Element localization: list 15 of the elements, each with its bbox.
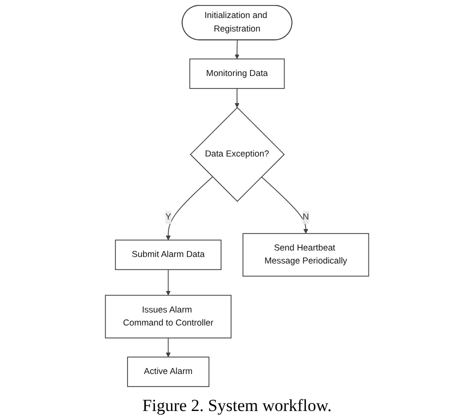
edge-label: N	[302, 212, 309, 222]
node-box: Active Alarm	[127, 356, 210, 388]
arrow	[234, 88, 240, 108]
arrow	[166, 338, 171, 358]
arrow	[166, 176, 213, 240]
arrow	[261, 176, 308, 234]
figure-caption: Figure 2. System workflow.	[142, 396, 332, 415]
arrow	[166, 269, 171, 296]
node-box: Send Heartbeat Message Periodically	[242, 233, 370, 277]
node-box: Monitoring Data	[189, 58, 285, 89]
edge-label: Y	[165, 212, 172, 222]
node-diamond: Data Exception?	[190, 107, 285, 202]
node-box: Issues Alarm Command to Controller	[104, 294, 232, 338]
node-box: Submit Alarm Data	[114, 240, 222, 270]
arrow	[234, 40, 240, 60]
